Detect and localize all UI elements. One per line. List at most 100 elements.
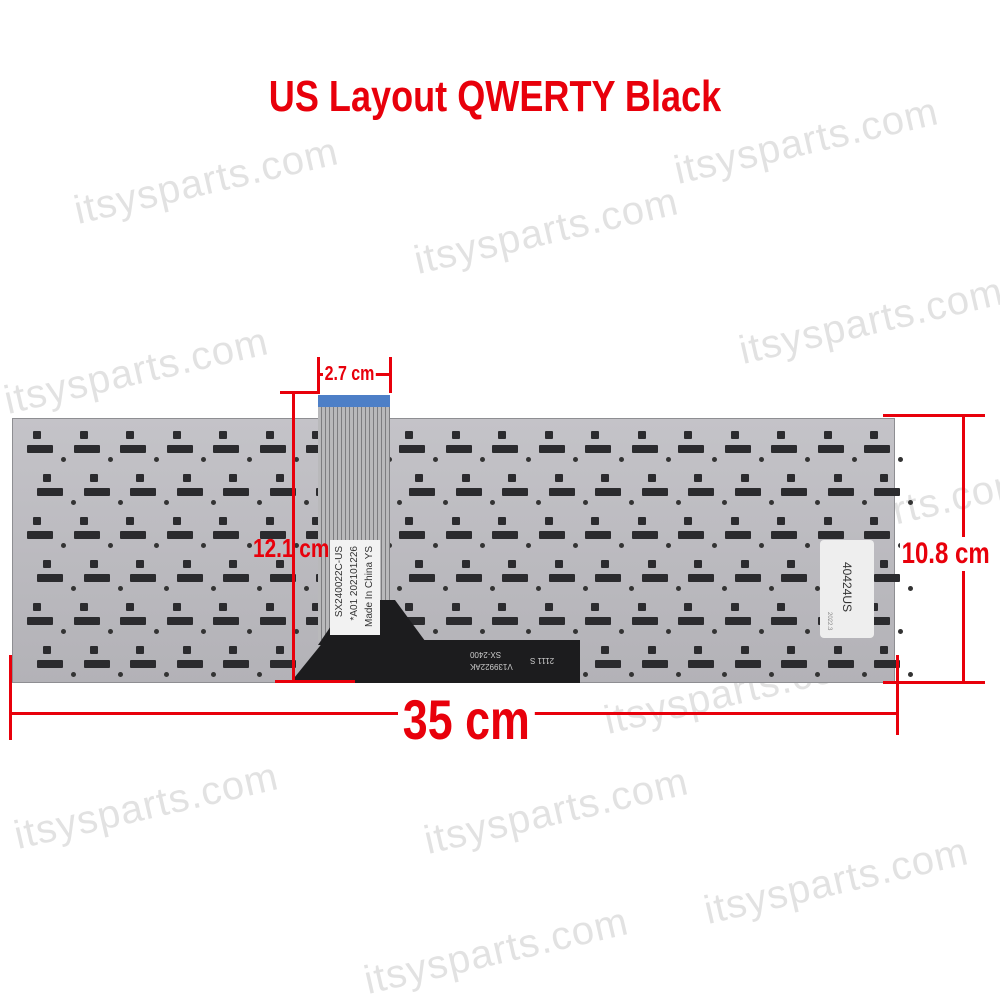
rivet — [164, 672, 169, 677]
key-hole — [399, 617, 425, 625]
key-hole — [787, 474, 795, 482]
rivet — [154, 629, 159, 634]
rivet — [675, 672, 681, 677]
key-hole — [37, 660, 63, 668]
rivet — [107, 543, 113, 548]
key-hole — [781, 488, 807, 496]
rivet — [293, 543, 299, 548]
rivet — [293, 457, 299, 462]
key-hole — [166, 617, 193, 625]
rivet — [758, 543, 764, 548]
width-label: 35 cm — [398, 692, 535, 748]
rivet — [758, 629, 764, 634]
key-hole — [229, 560, 237, 568]
rivet — [619, 457, 624, 462]
rivet — [293, 629, 299, 634]
key-hole — [83, 574, 110, 582]
key-hole — [864, 617, 890, 625]
rivet — [210, 672, 216, 677]
key-hole — [275, 560, 284, 568]
key-hole — [874, 660, 900, 668]
key-hole — [405, 431, 413, 439]
rivet — [712, 457, 717, 462]
key-hole — [405, 603, 413, 611]
key-hole — [631, 531, 658, 539]
rivet — [526, 457, 531, 462]
key-hole — [33, 603, 41, 611]
key-hole — [269, 488, 296, 496]
key-hole — [126, 603, 134, 611]
key-hole — [79, 603, 88, 611]
cable-label-line1: SX240022C-US — [334, 546, 345, 618]
key-hole — [409, 574, 435, 582]
key-hole — [312, 517, 320, 525]
rivet — [164, 586, 169, 591]
key-hole — [688, 660, 714, 668]
key-hole — [827, 488, 854, 496]
key-hole — [777, 431, 785, 439]
rivet — [210, 586, 216, 591]
key-hole — [451, 517, 460, 525]
part-number: 40424US — [840, 562, 854, 613]
key-hole — [823, 517, 832, 525]
key-hole — [269, 660, 296, 668]
key-hole — [399, 531, 425, 539]
rivet — [489, 500, 495, 505]
part-number-label: 40424US 2022.3 — [820, 540, 874, 638]
key-hole — [544, 431, 553, 439]
page-title: US Layout QWERTY Black — [268, 72, 722, 121]
key-hole — [451, 603, 460, 611]
rivet — [722, 586, 727, 591]
key-hole — [130, 488, 156, 496]
rivet — [582, 672, 588, 677]
height-tick-top — [883, 414, 985, 417]
key-hole — [591, 517, 599, 525]
rivet — [154, 543, 159, 548]
key-hole — [554, 474, 563, 482]
key-hole — [548, 574, 575, 582]
key-hole — [89, 474, 98, 482]
key-hole — [631, 617, 658, 625]
key-hole — [182, 474, 191, 482]
key-hole — [684, 431, 692, 439]
key-hole — [880, 646, 888, 654]
key-hole — [229, 646, 237, 654]
key-hole — [544, 517, 553, 525]
key-hole — [740, 646, 749, 654]
cable-width-tick-right — [389, 357, 392, 393]
rivet — [433, 543, 438, 548]
key-hole — [724, 445, 751, 453]
rivet — [200, 543, 206, 548]
rivet — [582, 500, 588, 505]
key-hole — [585, 531, 611, 539]
key-hole — [502, 488, 528, 496]
rivet — [861, 672, 867, 677]
key-hole — [126, 517, 134, 525]
height-label: 10.8 cm — [900, 537, 992, 571]
key-hole — [864, 531, 890, 539]
width-tick-right — [896, 655, 899, 735]
key-hole — [734, 660, 761, 668]
key-hole — [688, 574, 714, 582]
rivet — [61, 543, 66, 548]
key-hole — [870, 603, 878, 611]
cable-length-line — [292, 392, 295, 682]
rivet — [443, 586, 448, 591]
rivet — [526, 543, 531, 548]
rivet — [536, 586, 541, 591]
rivet — [71, 500, 76, 505]
rivet — [61, 457, 66, 462]
rivet — [712, 629, 717, 634]
flex-text-model: SX-2400 — [470, 650, 502, 659]
flex-text-code: V139922AK — [470, 662, 513, 671]
key-hole — [219, 431, 227, 439]
rivet — [257, 672, 262, 677]
key-hole — [415, 474, 423, 482]
flex-circuit — [290, 640, 580, 683]
rivet — [851, 457, 857, 462]
rivet — [712, 543, 717, 548]
key-hole — [724, 531, 751, 539]
key-hole — [176, 574, 203, 582]
key-hole — [259, 445, 286, 453]
key-hole — [601, 474, 609, 482]
